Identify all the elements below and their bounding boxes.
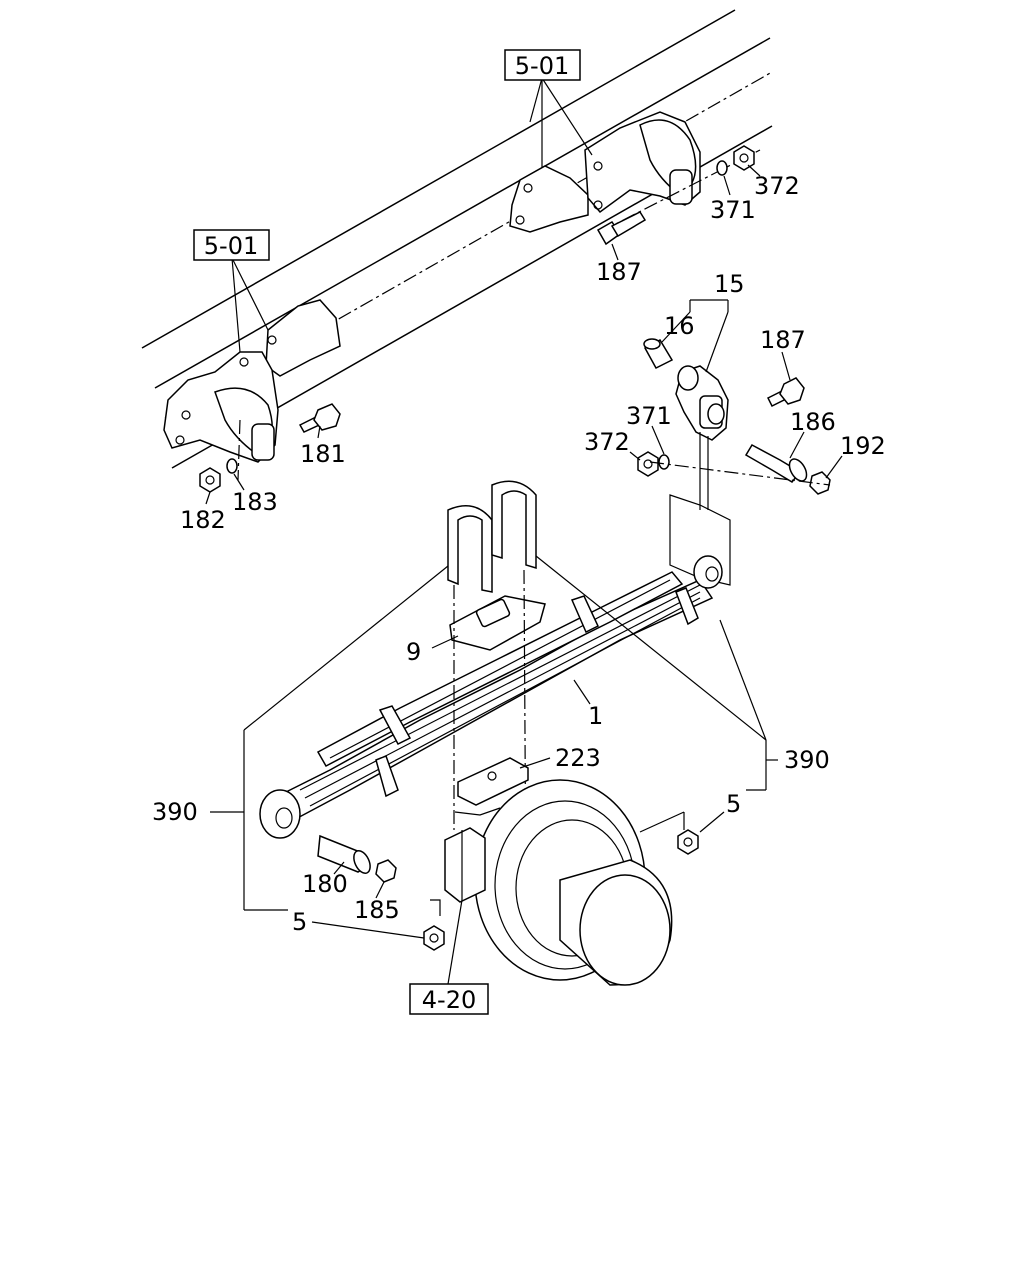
grease-fitting-185 xyxy=(375,859,397,883)
u-bolt-left xyxy=(447,505,493,593)
svg-text:4-20: 4-20 xyxy=(422,986,476,1014)
ref-box-5-01-left: 5-01 xyxy=(193,229,270,261)
callout-372-mid: 372 xyxy=(584,428,630,456)
nut-5-left xyxy=(423,925,445,951)
washer-371-mid xyxy=(658,454,670,470)
washer-371-top xyxy=(716,160,728,176)
spacer-plate-223 xyxy=(457,757,529,806)
shackle-assembly xyxy=(675,365,729,510)
callout-192: 192 xyxy=(840,432,886,460)
bushing-16 xyxy=(643,338,674,369)
pin-186 xyxy=(744,444,808,483)
bolt-187-top xyxy=(596,211,647,246)
callout-185: 185 xyxy=(354,896,400,924)
callout-372-top: 372 xyxy=(754,172,800,200)
callout-183: 183 xyxy=(232,488,278,516)
callout-223: 223 xyxy=(555,744,601,772)
axle-hub-drum xyxy=(430,779,673,986)
ref-box-5-01-top: 5-01 xyxy=(504,49,581,81)
u-bolt-right xyxy=(491,480,537,570)
callout-1: 1 xyxy=(588,702,603,730)
callout-182: 182 xyxy=(180,506,226,534)
nut-5-right xyxy=(677,829,699,855)
bolt-187-right xyxy=(766,377,805,408)
washer-183 xyxy=(226,458,238,474)
nut-372-top xyxy=(733,145,755,171)
callout-labels: 372 371 187 15 16 187 371 372 186 192 18… xyxy=(152,172,886,936)
callout-186: 186 xyxy=(790,408,836,436)
nut-182 xyxy=(199,467,221,493)
bolt-181 xyxy=(298,403,341,433)
front-hanger-bracket xyxy=(509,111,761,233)
leader-lines xyxy=(205,77,843,985)
callout-187-right: 187 xyxy=(760,326,806,354)
nut-372-mid xyxy=(637,451,659,477)
callout-5-left: 5 xyxy=(292,908,307,936)
callout-5-right: 5 xyxy=(726,790,741,818)
callout-390-left: 390 xyxy=(152,798,198,826)
callout-9: 9 xyxy=(406,638,421,666)
callout-15: 15 xyxy=(714,270,745,298)
spring-seat-9 xyxy=(449,595,546,651)
callout-187-top: 187 xyxy=(596,258,642,286)
callout-390-right: 390 xyxy=(784,746,830,774)
rear-hanger-bracket xyxy=(163,299,341,481)
callout-371-top: 371 xyxy=(710,196,756,224)
callout-181: 181 xyxy=(300,440,346,468)
callout-371-mid: 371 xyxy=(626,402,672,430)
leaf-spring-1 xyxy=(259,555,723,839)
callout-16: 16 xyxy=(664,312,695,340)
shackle-link-outline xyxy=(669,494,731,586)
pin-180 xyxy=(317,834,371,875)
ref-box-4-20: 4-20 xyxy=(409,983,489,1015)
svg-text:5-01: 5-01 xyxy=(204,232,258,260)
svg-text:5-01: 5-01 xyxy=(515,52,569,80)
callout-180: 180 xyxy=(302,870,348,898)
grease-fitting-192 xyxy=(809,471,831,495)
